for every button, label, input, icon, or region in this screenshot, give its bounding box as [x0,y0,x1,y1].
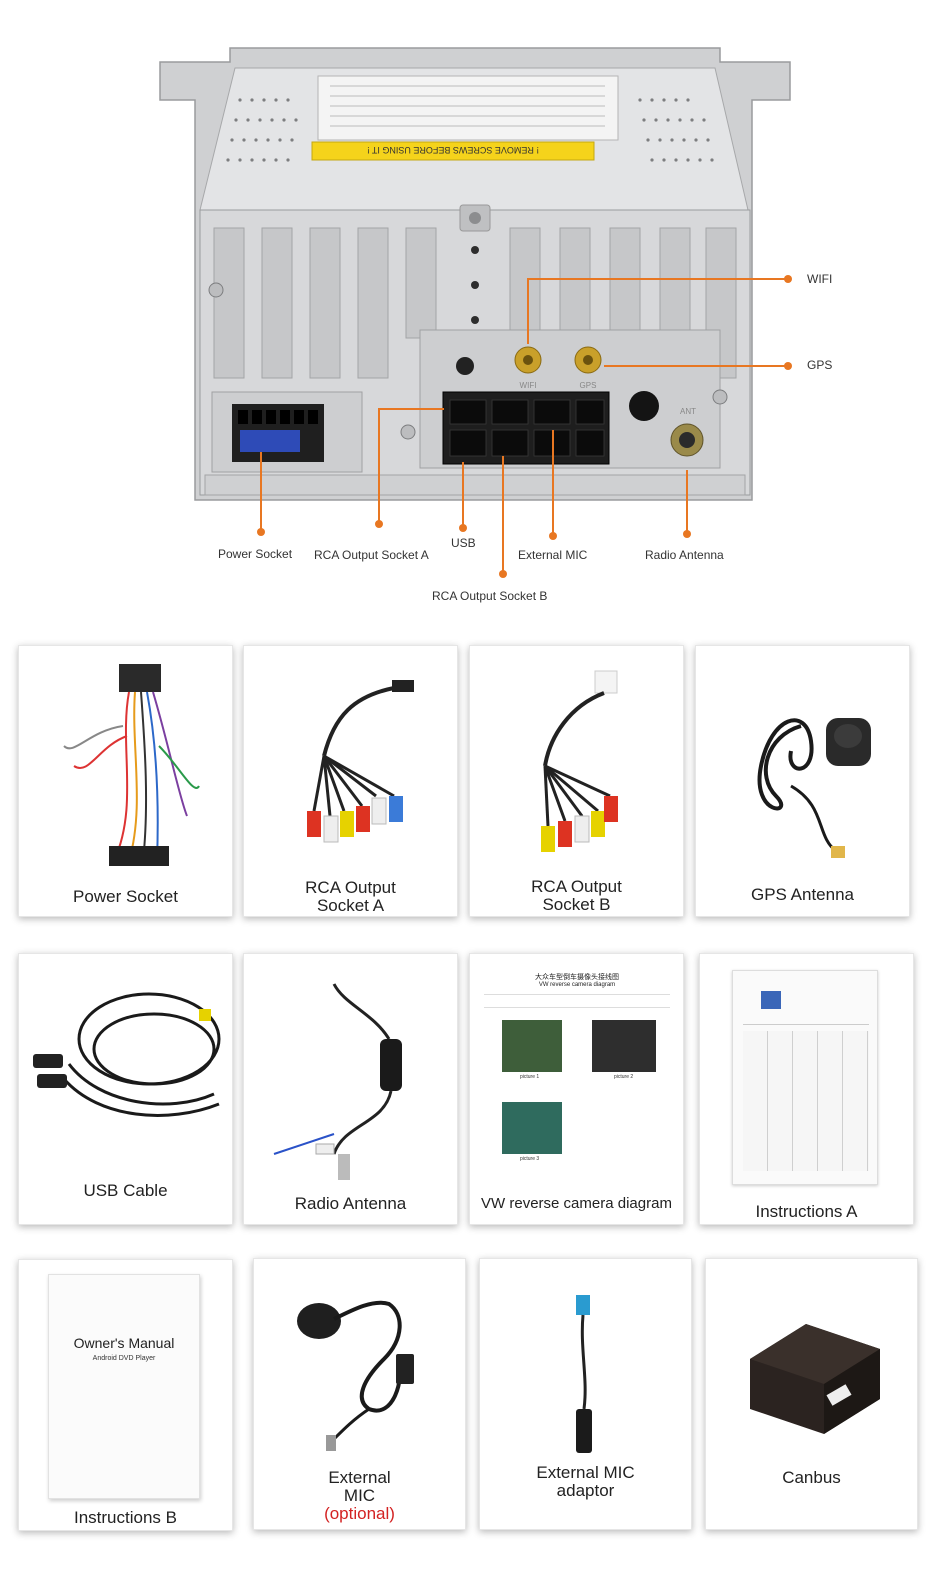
instructions-a-document [732,970,878,1185]
label-vw-reverse-camera-diagram: VW reverse camera diagram [481,1195,672,1212]
panel-mark-gps: GPS [580,381,597,390]
label-canbus: Canbus [782,1468,841,1487]
canbus-box-image [750,1324,880,1434]
card-gps-antenna: GPS Antenna [695,645,910,917]
label-usb-cable: USB Cable [83,1181,168,1200]
card-canbus: Canbus [705,1258,918,1530]
panel-mark-wifi: WIFI [520,381,537,390]
panel-mark-ant: ANT [680,407,696,416]
callout-power-socket: Power Socket [218,547,293,561]
label-rca-a-line1: RCA Output [305,878,396,897]
vw-diagram-photo-2 [592,1020,656,1072]
vw-diagram-title-en: VW reverse camera diagram [538,982,616,988]
head-unit-rear-illustration: ! REMOVE SCREWS BEFORE USING IT ! WIFI G… [159,47,791,501]
label-rca-a-line2: Socket A [316,896,385,915]
card-vw-reverse-camera-diagram: 大众车型倒车摄像头接线图 VW reverse camera diagram p… [469,953,684,1225]
manual-title: Owner's Manual [73,1335,175,1351]
label-rca-b-line2: Socket B [542,895,611,914]
sticker-text: ! REMOVE SCREWS BEFORE USING IT ! [367,145,539,155]
label-instructions-b: Instructions B [74,1508,177,1527]
label-external-mic-optional: (optional) [324,1504,395,1523]
label-gps-antenna: GPS Antenna [750,885,855,904]
vw-diagram-picture3: picture 3 [520,1156,540,1162]
vw-diagram-picture1: picture 1 [520,1074,540,1080]
card-power-socket: Power Socket [18,645,233,917]
manual-subtitle: Android DVD Player [92,1355,156,1362]
callout-wifi: WIFI [807,272,833,286]
callout-rca-output-socket-a: RCA Output Socket A [314,548,429,562]
label-mic-adaptor-line1: External MIC [536,1463,635,1482]
mic-adaptor-image [576,1295,592,1453]
radio-antenna-image [273,983,402,1180]
callout-usb: USB [451,536,476,550]
card-usb-cable: USB Cable [18,953,233,1225]
label-power-socket: Power Socket [73,887,178,906]
power-harness-image [63,664,200,866]
label-external-mic-line1: External [328,1468,391,1487]
callout-gps: GPS [807,358,833,372]
card-rca-output-socket-a: RCA Output Socket A [243,645,458,917]
callout-radio-antenna: Radio Antenna [645,548,724,562]
label-mic-adaptor-line2: adaptor [556,1481,615,1500]
label-external-mic-line2: MIC [343,1486,376,1505]
callout-rca-output-socket-b: RCA Output Socket B [432,589,548,603]
vw-diagram-document: 大众车型倒车摄像头接线图 VW reverse camera diagram p… [484,972,670,1182]
vw-diagram-photo-3 [502,1102,562,1154]
label-rca-b-line1: RCA Output [531,877,622,896]
external-mic-image [297,1300,414,1451]
card-radio-antenna: Radio Antenna [243,953,458,1225]
card-rca-output-socket-b: RCA Output Socket B [469,645,684,917]
label-radio-antenna: Radio Antenna [294,1194,407,1213]
owners-manual-booklet: Owner's Manual Android DVD Player [48,1274,200,1499]
card-external-mic: External MIC (optional) [253,1258,466,1530]
rca-cable-b-image [541,670,618,852]
card-instructions-a: Instructions A [699,953,914,1225]
card-instructions-b: Owner's Manual Android DVD Player Instru… [18,1259,233,1531]
rear-panel-diagram: ! REMOVE SCREWS BEFORE USING IT ! WIFI G… [0,0,950,620]
usb-cable-image [33,992,221,1117]
vw-diagram-photo-1 [502,1020,562,1072]
callout-external-mic: External MIC [518,548,588,562]
label-instructions-a: Instructions A [755,1202,858,1221]
card-external-mic-adaptor: External MIC adaptor [479,1258,692,1530]
vw-diagram-picture2: picture 2 [614,1074,634,1080]
vw-diagram-title-cn: 大众车型倒车摄像头接线图 [535,974,619,981]
gps-antenna-image [757,718,871,858]
rca-cable-a-image [307,680,414,843]
